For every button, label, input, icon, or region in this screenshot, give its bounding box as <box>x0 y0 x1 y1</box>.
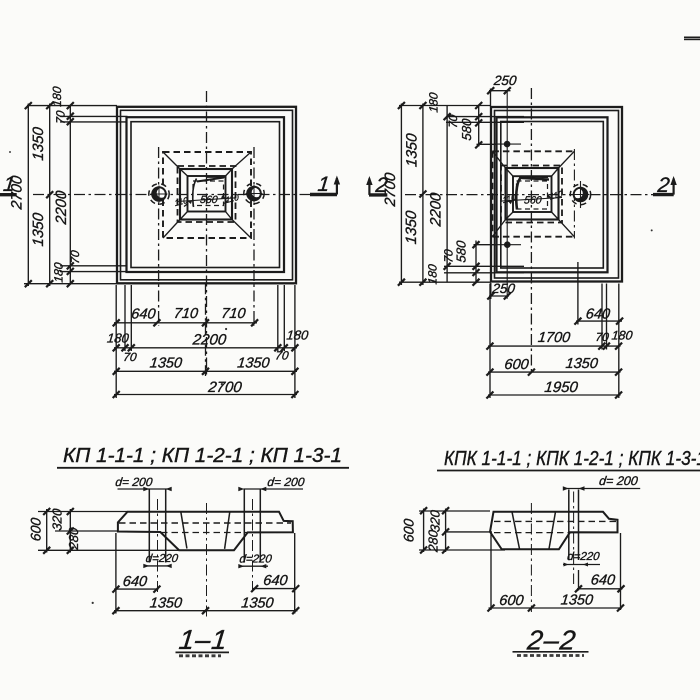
svg-text:70: 70 <box>54 110 68 125</box>
svg-text:600: 600 <box>499 593 525 609</box>
svg-text:640: 640 <box>131 307 157 323</box>
svg-text:1: 1 <box>2 173 16 196</box>
svg-text:110: 110 <box>549 188 564 201</box>
svg-text:70: 70 <box>442 248 456 263</box>
svg-text:70: 70 <box>446 114 460 129</box>
svg-text:320: 320 <box>50 507 65 531</box>
svg-text:180: 180 <box>106 330 130 345</box>
svg-text:70: 70 <box>68 249 82 264</box>
svg-text:КП 1-1-1 ; КП 1-2-1 ; КП 1-3-: КП 1-1-1 ; КП 1-2-1 ; КП 1-3-1 <box>63 444 342 467</box>
svg-text:180: 180 <box>427 91 441 113</box>
svg-text:580: 580 <box>459 117 474 141</box>
svg-text:2700: 2700 <box>206 379 243 396</box>
svg-text:110: 110 <box>225 192 240 205</box>
svg-text:1350: 1350 <box>403 209 420 245</box>
svg-text:600: 600 <box>28 517 44 542</box>
svg-text:110: 110 <box>174 195 189 208</box>
svg-text:1350: 1350 <box>560 593 594 609</box>
svg-text:1350: 1350 <box>240 595 274 611</box>
svg-text:1350: 1350 <box>149 595 183 611</box>
svg-text:180: 180 <box>52 261 66 283</box>
svg-text:d=220: d=220 <box>567 551 601 563</box>
svg-text:1350: 1350 <box>30 211 47 247</box>
svg-text:180: 180 <box>286 328 310 343</box>
svg-text:600: 600 <box>401 518 417 543</box>
svg-text:2700: 2700 <box>382 171 399 208</box>
svg-text:1: 1 <box>317 173 331 196</box>
svg-text:1700: 1700 <box>537 330 571 346</box>
svg-text:710: 710 <box>221 306 247 322</box>
svg-text:1–1: 1–1 <box>177 624 229 655</box>
svg-text:1350: 1350 <box>30 126 47 162</box>
svg-text:640: 640 <box>585 307 611 323</box>
svg-text:1350: 1350 <box>236 356 270 372</box>
svg-text:2–2: 2–2 <box>525 625 578 656</box>
svg-text:70: 70 <box>595 330 610 344</box>
svg-text:600: 600 <box>504 357 530 373</box>
svg-text:d=220: d=220 <box>145 553 179 565</box>
svg-text:d= 200: d= 200 <box>115 475 154 489</box>
svg-text:2200: 2200 <box>191 332 228 349</box>
svg-text:560: 560 <box>523 195 542 207</box>
svg-text:580: 580 <box>453 239 468 263</box>
svg-text:70: 70 <box>275 348 290 362</box>
svg-text:180: 180 <box>50 86 64 108</box>
svg-text:110: 110 <box>502 192 517 205</box>
svg-text:d= 200: d= 200 <box>598 474 638 488</box>
svg-text:640: 640 <box>122 574 148 590</box>
svg-text:180: 180 <box>426 263 440 285</box>
svg-text:2: 2 <box>656 174 671 197</box>
svg-text:2: 2 <box>374 174 389 197</box>
svg-text:2700: 2700 <box>9 174 26 211</box>
svg-text:2200: 2200 <box>53 189 70 226</box>
svg-text:560: 560 <box>199 194 218 206</box>
svg-text:640: 640 <box>590 573 616 589</box>
svg-text:d= 200: d= 200 <box>267 475 306 489</box>
svg-text:710: 710 <box>173 306 199 322</box>
svg-text:280: 280 <box>425 529 440 554</box>
svg-text:КПК 1-1-1 ; КПК 1-2-1 ; КПК 1-: КПК 1-1-1 ; КПК 1-2-1 ; КПК 1-3-1 <box>444 447 700 470</box>
svg-text:180: 180 <box>611 329 633 343</box>
svg-text:640: 640 <box>263 573 289 589</box>
svg-text:70: 70 <box>123 350 138 364</box>
svg-text:1950: 1950 <box>544 379 580 396</box>
svg-text:250: 250 <box>491 281 517 296</box>
svg-text:2200: 2200 <box>428 191 445 228</box>
svg-text:1350: 1350 <box>565 356 599 372</box>
svg-text:280: 280 <box>66 526 81 551</box>
svg-text:1350: 1350 <box>149 356 183 372</box>
svg-text:d=220: d=220 <box>239 553 273 565</box>
svg-text:250: 250 <box>492 73 518 88</box>
svg-text:320: 320 <box>427 509 442 533</box>
svg-text:1350: 1350 <box>403 132 420 168</box>
